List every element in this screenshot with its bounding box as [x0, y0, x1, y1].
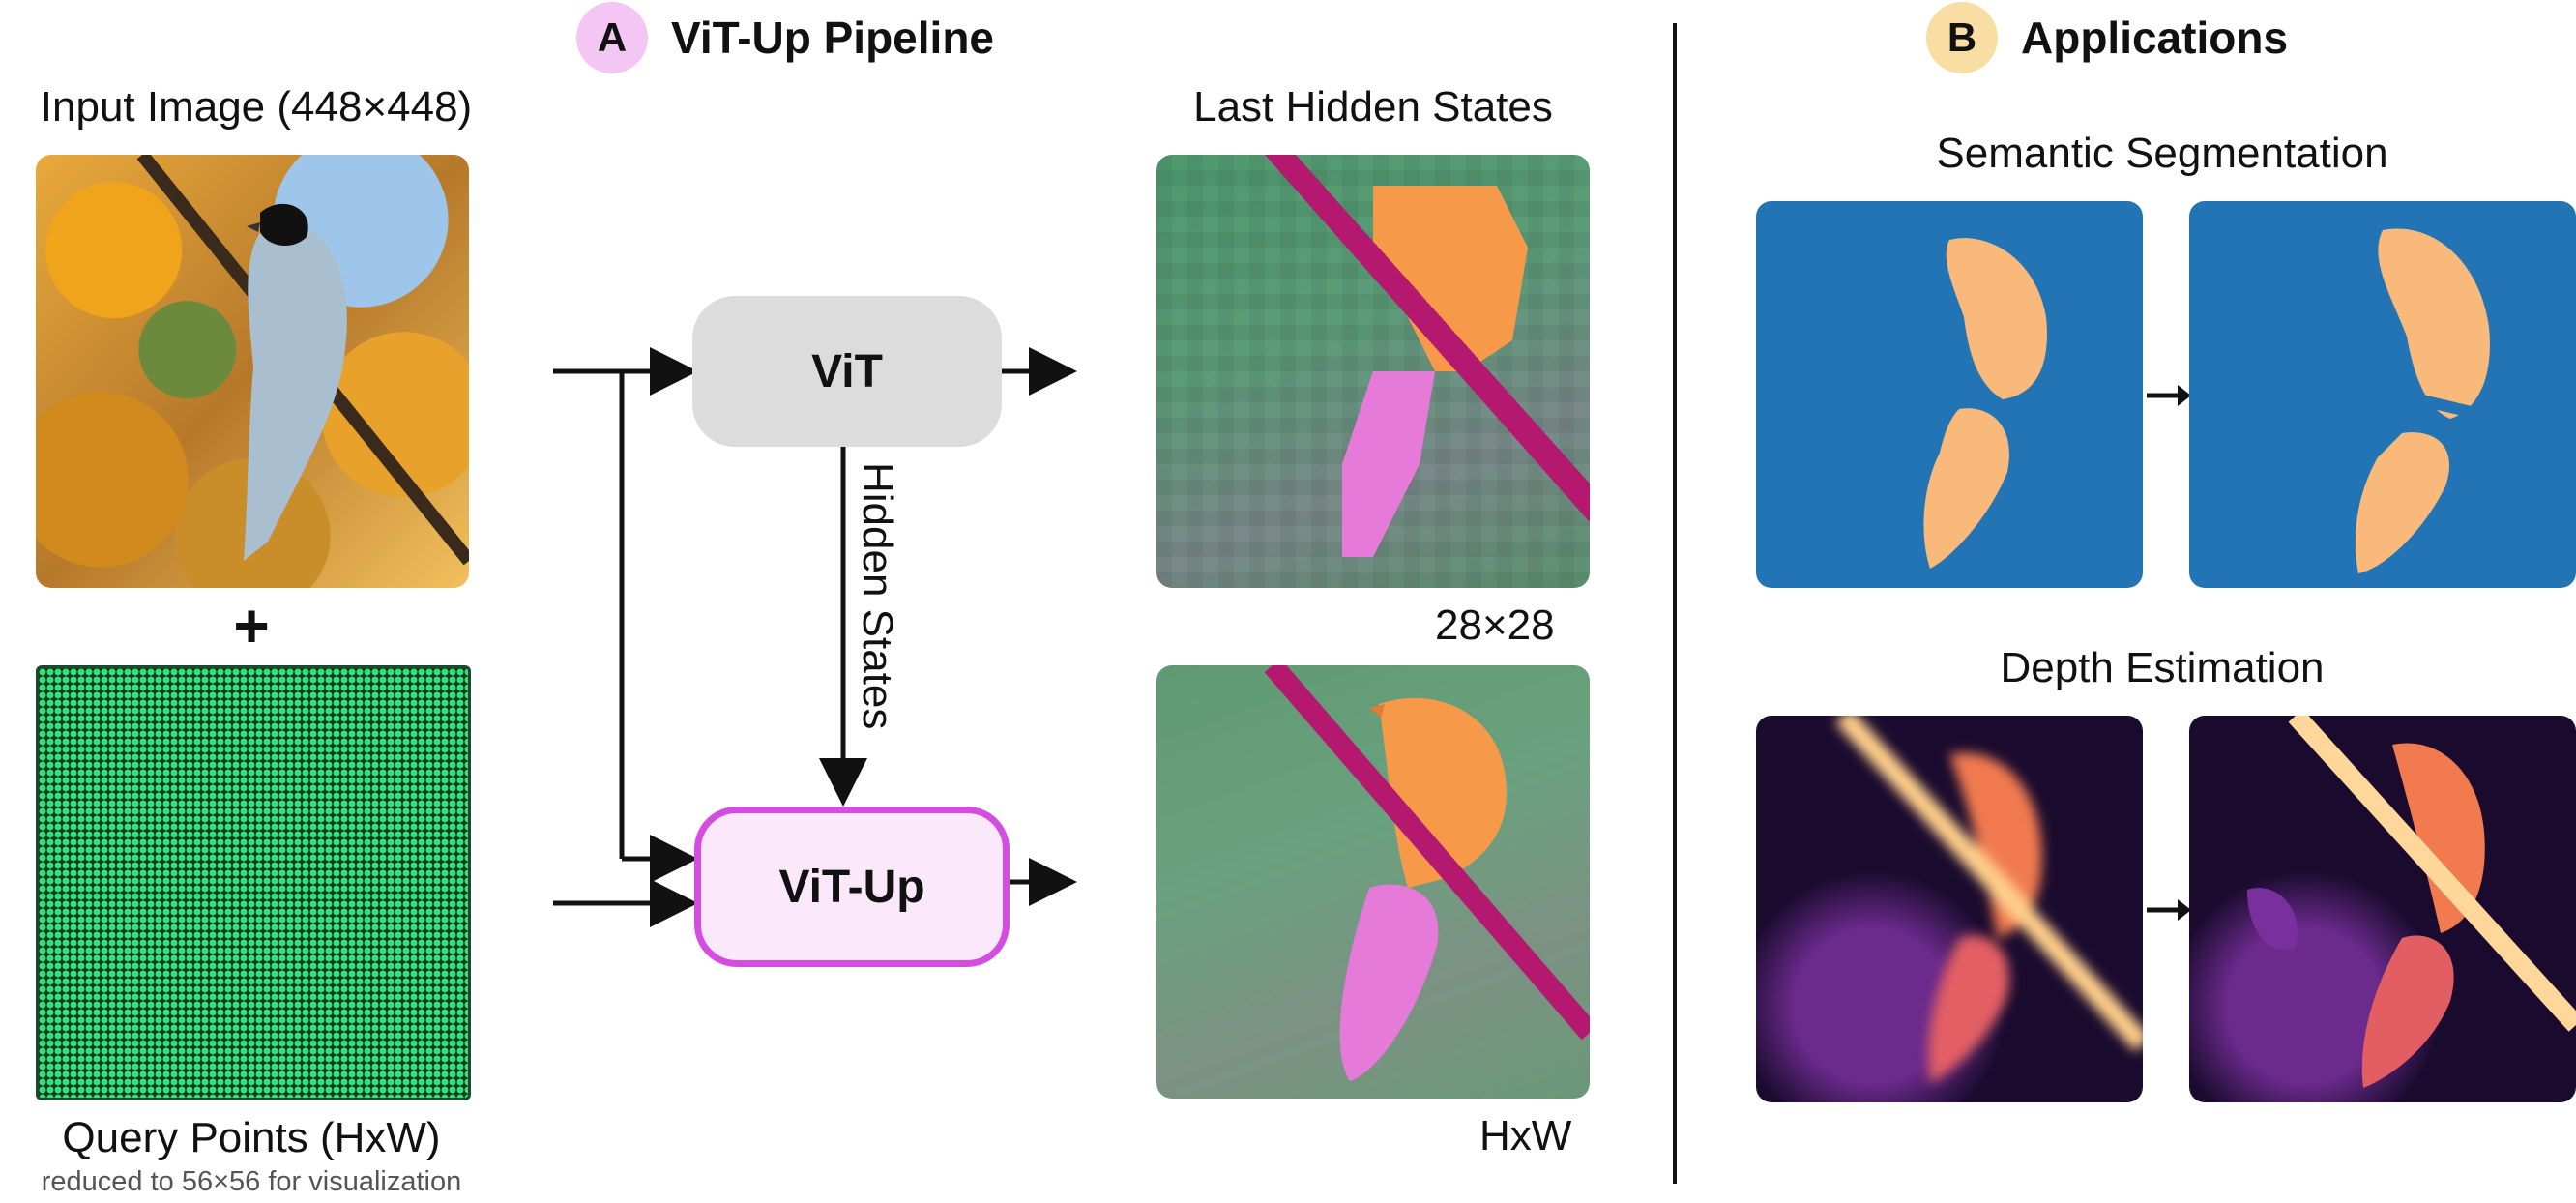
panel-b-title: Applications [2021, 2, 2288, 73]
highres-size-label: HxW [1479, 1112, 1571, 1160]
segmentation-lowres [1756, 201, 2143, 588]
segmentation-lowres-mask [1756, 201, 2143, 588]
highres-bird-illustration [1156, 665, 1590, 1099]
vit-node: ViT [692, 296, 1002, 447]
vitup-node: ViT-Up [694, 807, 1010, 967]
depth-estimation-label: Depth Estimation [1756, 644, 2568, 692]
last-hidden-states-lowres [1156, 155, 1590, 588]
hidden-states-label: Hidden States [853, 462, 901, 729]
segmentation-highres-mask [2189, 201, 2576, 588]
depth-lowres-map [1756, 716, 2143, 1102]
segmentation-highres [2189, 201, 2576, 588]
lowres-bird-illustration [1156, 155, 1590, 588]
semantic-segmentation-label: Semantic Segmentation [1756, 130, 2568, 178]
panel-b-badge: B [1926, 2, 1998, 73]
vit-node-label: ViT [811, 345, 883, 398]
vitup-node-label: ViT-Up [778, 861, 924, 914]
depth-highres [2189, 716, 2576, 1102]
seg-arrow [2143, 371, 2193, 420]
panel-divider [1673, 23, 1677, 1184]
last-hidden-states-highres [1156, 665, 1590, 1099]
last-hidden-states-label: Last Hidden States [1141, 83, 1605, 132]
lowres-size-label: 28×28 [1435, 602, 1555, 650]
depth-lowres [1756, 716, 2143, 1102]
depth-arrow [2143, 886, 2193, 934]
depth-highres-map [2189, 716, 2576, 1102]
